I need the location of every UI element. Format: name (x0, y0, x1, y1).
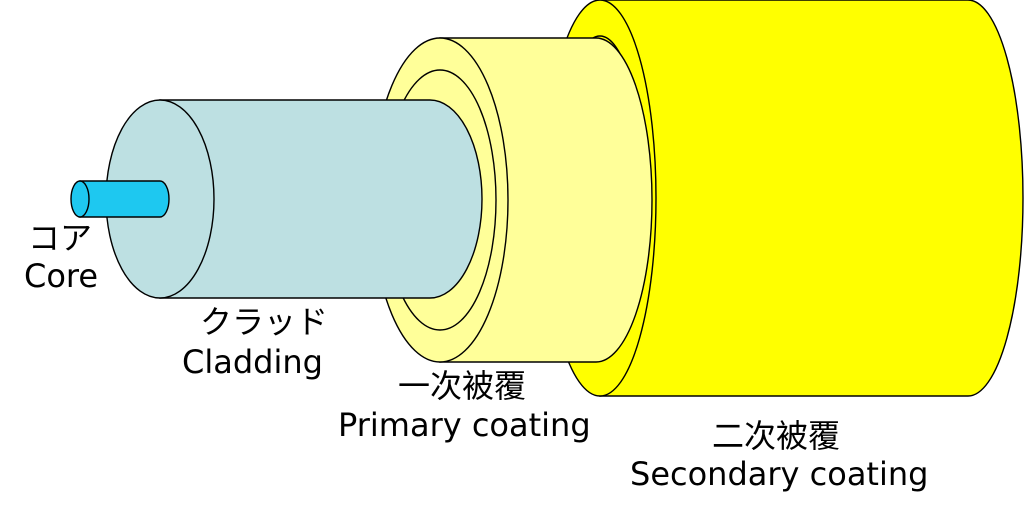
core-label-ja: コア (28, 219, 93, 257)
core-layer (70, 180, 170, 218)
secondary-coating-label-ja: 二次被覆 (712, 417, 841, 455)
core-body (79, 180, 170, 218)
secondary-coating-label-en: Secondary coating (630, 455, 929, 493)
core-label-en: Core (24, 257, 99, 295)
primary-coating-label-ja: 一次被覆 (398, 367, 527, 405)
cladding-label-en: Cladding (182, 343, 323, 381)
core-end-face (70, 180, 90, 218)
cladding-body (159, 99, 483, 299)
cladding-layer (105, 99, 483, 299)
primary-coating-label-en: Primary coating (338, 406, 591, 444)
secondary-coating-body (599, 0, 1024, 397)
cladding-label-ja: クラッド (200, 303, 329, 341)
